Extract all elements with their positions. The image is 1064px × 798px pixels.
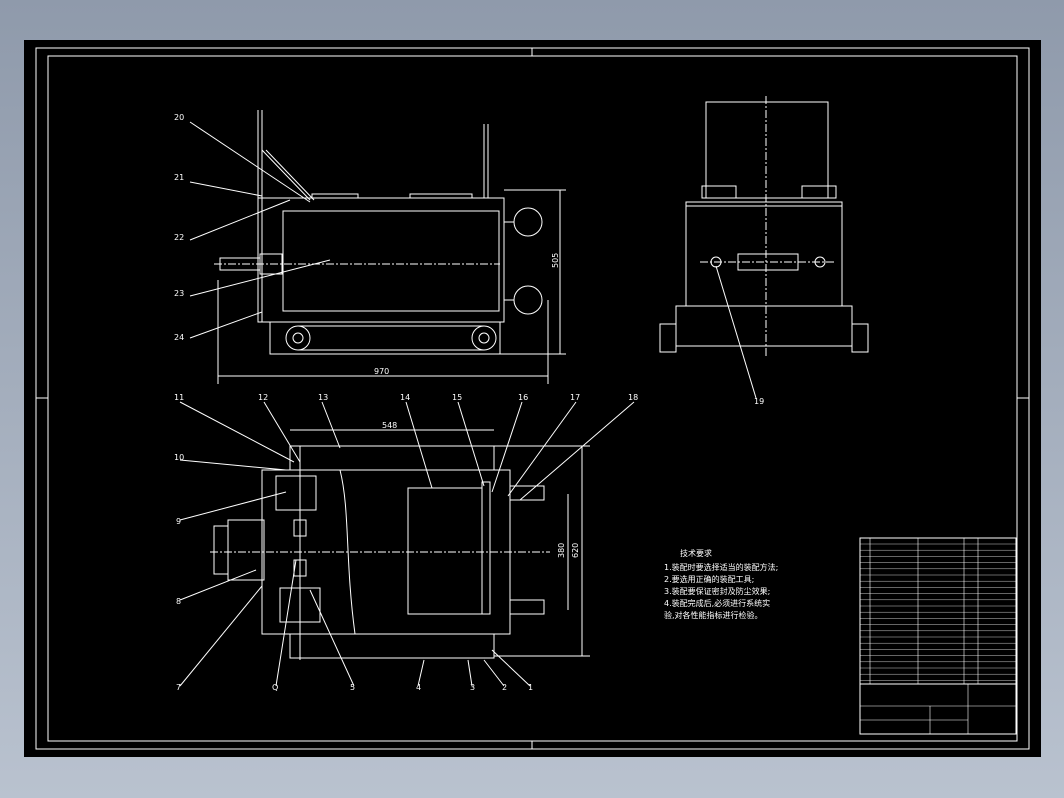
callout-1: 1: [528, 683, 533, 692]
callout-Q: Q: [272, 683, 278, 692]
callout-14: 14: [400, 393, 410, 402]
top-view: [179, 401, 635, 687]
callout-3: 3: [470, 683, 475, 692]
parts-list-rows: [860, 543, 1016, 681]
callout-5: 5: [350, 683, 355, 692]
callout-13: 13: [318, 393, 328, 402]
side-view: [659, 96, 869, 399]
notes-title: 技术要求: [680, 549, 712, 558]
callout-11: 11: [174, 393, 184, 402]
callout-22: 22: [174, 233, 184, 242]
callout-19: 19: [754, 397, 764, 406]
callout-20: 20: [174, 113, 184, 122]
callout-7: 7: [176, 683, 181, 692]
title-block: [859, 537, 1017, 735]
callout-2: 2: [502, 683, 507, 692]
note-line-1: 1.装配时要选择适当的装配方法;: [664, 563, 779, 572]
note-line-4: 4.装配完成后,必须进行系统实: [664, 599, 771, 608]
callout-18: 18: [628, 393, 638, 402]
callout-9: 9: [176, 517, 181, 526]
drawing-sheet: [24, 40, 1041, 757]
callout-24: 24: [174, 333, 184, 342]
dim-inner: 380: [557, 543, 566, 558]
note-line-5: 验,对各性能指标进行检验。: [664, 611, 763, 620]
dim-height: 505: [551, 253, 560, 268]
callout-12: 12: [258, 393, 268, 402]
dim-overall: 620: [571, 543, 580, 558]
center-marks: [36, 48, 1029, 749]
callout-16: 16: [518, 393, 528, 402]
callout-21: 21: [174, 173, 184, 182]
callout-15: 15: [452, 393, 462, 402]
technical-requirements: 技术要求 1.装配时要选择适当的装配方法; 2.要选用正确的装配工具; 3.装配…: [664, 548, 814, 622]
callout-17: 17: [570, 393, 580, 402]
dim-width-top: 548: [382, 421, 397, 430]
dim-length: 970: [374, 367, 389, 376]
callout-10: 10: [174, 453, 184, 462]
front-view: [189, 110, 566, 384]
note-line-3: 3.装配要保证密封及防尘效果;: [664, 587, 771, 596]
callout-23: 23: [174, 289, 184, 298]
callout-4: 4: [416, 683, 421, 692]
callout-8: 8: [176, 597, 181, 606]
note-line-2: 2.要选用正确的装配工具;: [664, 575, 755, 584]
